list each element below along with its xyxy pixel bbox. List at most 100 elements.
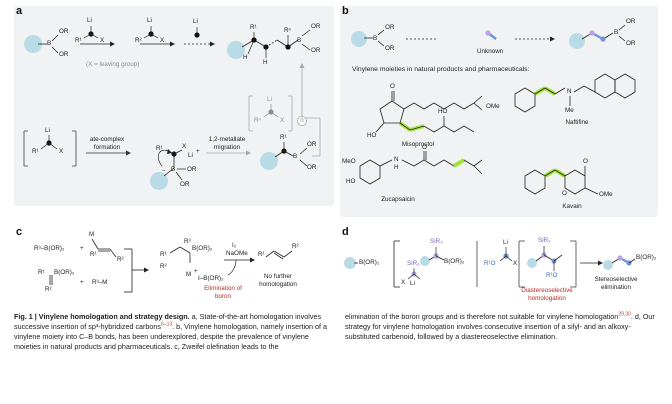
panel-b-label: b: [342, 5, 349, 17]
a-low-li: Li: [45, 127, 50, 134]
b-kav-o1: O: [583, 158, 588, 165]
b-zuca-o: O: [422, 144, 427, 151]
caption-left-text-2: . b, Vinylene homologation, namely inser…: [14, 322, 328, 351]
b-zuca-n: N: [394, 156, 399, 163]
a-boronate-or2: OR: [59, 51, 69, 58]
c-ate-r3: R³: [184, 238, 191, 245]
a-c2-x: X: [160, 37, 165, 44]
a-ate-or1: OR: [187, 166, 197, 173]
panel-d-label: d: [342, 226, 349, 238]
caption-right-text-1: elimination of the boron groups and is t…: [345, 312, 619, 321]
b-right-or2: OR: [626, 40, 636, 47]
a-prod-or2: OR: [311, 47, 321, 54]
b-zuca-meo: MeO: [342, 158, 356, 165]
a-repeat-li: Li: [267, 96, 272, 103]
d-li-1: Li: [410, 280, 415, 287]
d-start-b: B(OR)₂: [359, 259, 380, 266]
a-step1: ate-complex formation: [89, 136, 125, 151]
a-ate-x: X: [182, 143, 187, 150]
c-ate-r2: R²: [160, 263, 167, 270]
a-boronate-b: B: [47, 40, 52, 47]
b-naft-n: N: [567, 88, 572, 95]
c-reagent-i2: I₂: [232, 242, 237, 249]
b-miso-ho2: HO: [438, 108, 448, 115]
caption-right: elimination of the boron groups and is t…: [345, 312, 661, 342]
c-r2-bottom: R²: [45, 286, 52, 293]
a-prod-h2: H: [263, 59, 268, 66]
a-prod-b: B: [297, 37, 302, 44]
d-r1o-after: R¹O: [546, 272, 558, 279]
b-naft-me: Me: [565, 107, 574, 114]
c-elimination-label: Elimination of boron: [204, 285, 242, 300]
a-prod-or1: OR: [311, 23, 321, 30]
b-miso-o: O: [390, 83, 395, 90]
a-ate-li: Li: [188, 152, 193, 159]
a-step2: 1,2-metallate migration: [208, 136, 246, 151]
c-vinyl-b: B(OR)₂: [54, 269, 75, 276]
a-prod-rn: Rⁿ: [284, 27, 291, 34]
a-repeat-x: X: [280, 117, 285, 124]
a-repeat-n: n: [300, 117, 304, 124]
a-mig-or1: OR: [307, 141, 317, 148]
c-ib: I–B(OR)₂: [198, 275, 224, 282]
panel-a-background: [14, 6, 334, 206]
panel-b: b: [340, 5, 658, 217]
c-ate-plus: +: [194, 268, 198, 275]
a-ate-plus: +: [196, 148, 200, 155]
a-ate-b: B: [171, 166, 176, 173]
a-prod-r1: R¹: [250, 24, 257, 31]
d-x-2: X: [513, 260, 518, 267]
c-reagent-naome: NaOMe: [226, 250, 248, 257]
caption-ref-2[interactable]: 29,30: [618, 311, 631, 318]
a-low-x: X: [59, 148, 64, 155]
b-left-or1: OR: [385, 24, 395, 31]
c-m-top: M: [89, 231, 95, 238]
a-prod-h1: H: [243, 54, 248, 61]
caption-left: Fig. 1 | Vinylene homologation and strat…: [14, 312, 334, 352]
d-inter-b: B(OR)₂: [444, 258, 465, 265]
panel-b-background: [340, 6, 658, 217]
b-left-b: B: [373, 35, 378, 42]
caption-ref-1[interactable]: 6–13: [161, 321, 173, 328]
c-ate-b: B(OR)₂: [192, 245, 213, 252]
a-boronate-or1: OR: [59, 28, 69, 35]
panel-c-label: c: [16, 226, 23, 238]
b-miso-ho1: HO: [367, 132, 377, 139]
figure-label: Fig. 1 | Vinylene homologation and strat…: [14, 312, 190, 321]
a-ate-minus: −: [162, 168, 166, 175]
panel-c-scheme: [49, 238, 293, 293]
d-li-2: Li: [503, 239, 508, 246]
c-ate-m: M: [186, 271, 192, 278]
b-compound-kavain: Kavain: [562, 203, 582, 210]
b-zuca-h: H: [394, 164, 399, 171]
panel-b-scheme: [351, 24, 636, 195]
b-right-or1: OR: [626, 18, 636, 25]
b-left-or2: OR: [385, 45, 395, 52]
c-r1-bottom: R¹: [38, 269, 45, 276]
d-final-b: B(OR)₂: [636, 254, 657, 261]
d-stereo-label: Stereoselective elimination: [594, 276, 638, 291]
a-mig-r1: R¹: [280, 134, 287, 141]
a-mig-b: B: [293, 153, 298, 160]
b-subtitle: Vinylene moieties in natural products an…: [352, 66, 530, 73]
c-r3b: R³–B(OR)₂: [34, 245, 65, 252]
a-c1-x: X: [100, 37, 105, 44]
caption-left-text-1: a, State-of-the-art homologation involve…: [14, 312, 322, 331]
a-ate-or2: OR: [180, 181, 190, 188]
a-c1-li: Li: [87, 17, 92, 24]
c-ate-r1: R¹: [160, 251, 167, 258]
a-c3-li: Li: [193, 18, 198, 25]
panel-d: d: [340, 226, 658, 304]
caption-right-text-2: . d, Our strategy for vinylene homologat…: [345, 312, 655, 341]
b-kav-o2: O: [562, 190, 567, 197]
a-c1-r: R¹: [75, 37, 82, 44]
b-compound-zucapsaicin: Zucapsaicin: [381, 196, 415, 203]
b-miso-ome: OMe: [486, 103, 500, 110]
b-kav-ome: OMe: [599, 191, 613, 198]
panel-a: a: [14, 5, 334, 206]
c-plus1: +: [80, 245, 84, 252]
a-c2-li: Li: [147, 17, 152, 24]
d-sir3-after: SiR₃: [538, 237, 551, 244]
c-r3m: R³–M: [92, 279, 108, 286]
b-compound-misoprostol: Misoprostol: [401, 141, 435, 148]
